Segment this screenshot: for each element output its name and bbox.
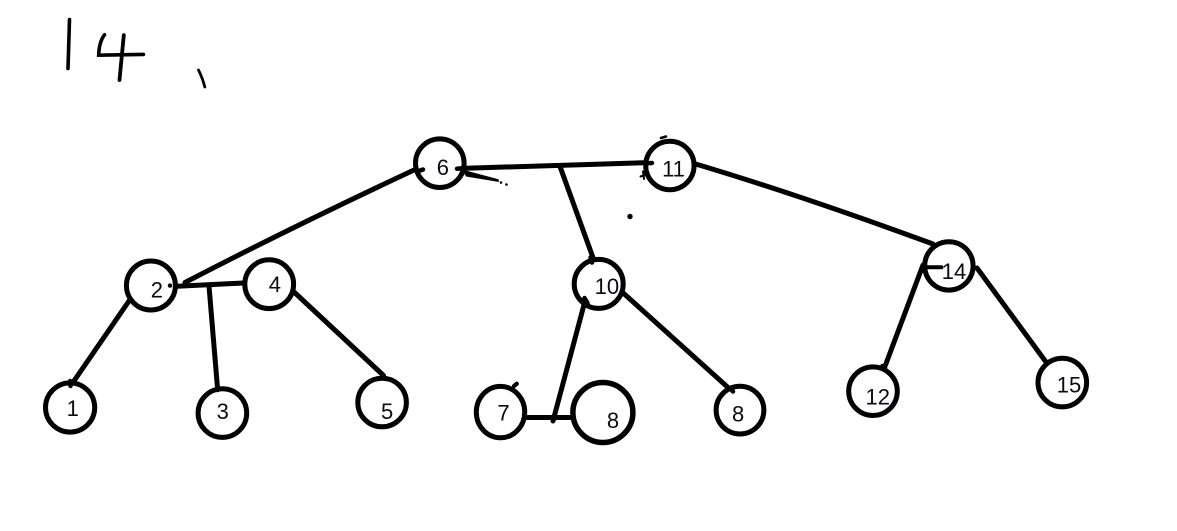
svg-text:11: 11 — [662, 156, 685, 181]
svg-text:14: 14 — [942, 259, 966, 284]
svg-text:3: 3 — [217, 399, 229, 424]
svg-text:8: 8 — [732, 402, 744, 427]
svg-text:6: 6 — [437, 155, 449, 180]
svg-text:1: 1 — [67, 396, 79, 421]
svg-text:8: 8 — [607, 408, 619, 433]
svg-text:10: 10 — [595, 274, 619, 299]
svg-text:12: 12 — [865, 384, 889, 409]
svg-text:15: 15 — [1057, 372, 1081, 397]
svg-text:4: 4 — [269, 272, 281, 297]
svg-text:2: 2 — [151, 277, 163, 302]
svg-text:7: 7 — [497, 400, 509, 425]
svg-text:5: 5 — [381, 399, 393, 424]
